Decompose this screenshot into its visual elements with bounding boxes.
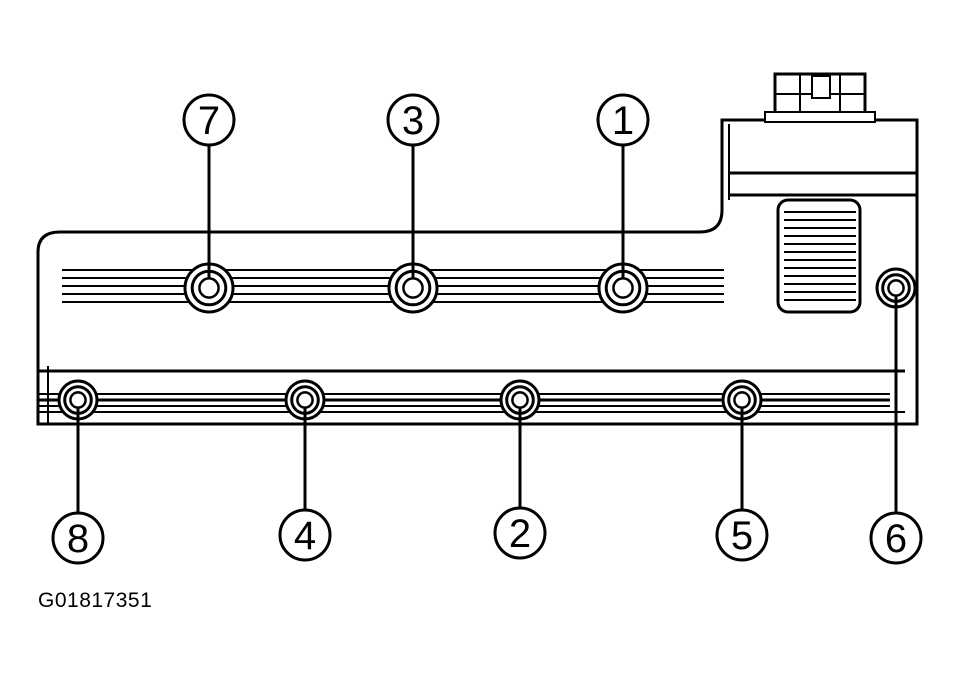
figure-id: G01817351 xyxy=(38,589,153,612)
callouts-layer: 7 3 1 8 4 2 5 6 xyxy=(51,93,923,565)
callout-circle-8 xyxy=(51,511,105,565)
callout-number-4: 4 xyxy=(294,514,316,558)
callout-number-7: 7 xyxy=(198,99,220,143)
callout-number-5: 5 xyxy=(731,514,753,558)
callout-circle-3 xyxy=(386,93,440,147)
oil-filler-cap xyxy=(764,72,876,123)
callout-number-6: 6 xyxy=(885,517,907,561)
callout-circle-6 xyxy=(869,511,923,565)
callout-circle-4 xyxy=(278,508,332,562)
valve-cover-outline xyxy=(36,118,919,426)
callout-circle-5 xyxy=(715,508,769,562)
callout-circle-7 xyxy=(182,93,236,147)
callout-number-2: 2 xyxy=(509,512,531,556)
bolt-6 xyxy=(875,267,917,309)
bolt-1 xyxy=(597,262,649,314)
breather-grill xyxy=(776,198,862,314)
callout-number-1: 1 xyxy=(612,99,634,143)
callout-circle-2 xyxy=(493,506,547,560)
callout-number-8: 8 xyxy=(67,517,89,561)
callout-number-3: 3 xyxy=(402,99,424,143)
callout-circle-1 xyxy=(596,93,650,147)
bolt-2 xyxy=(499,379,541,421)
